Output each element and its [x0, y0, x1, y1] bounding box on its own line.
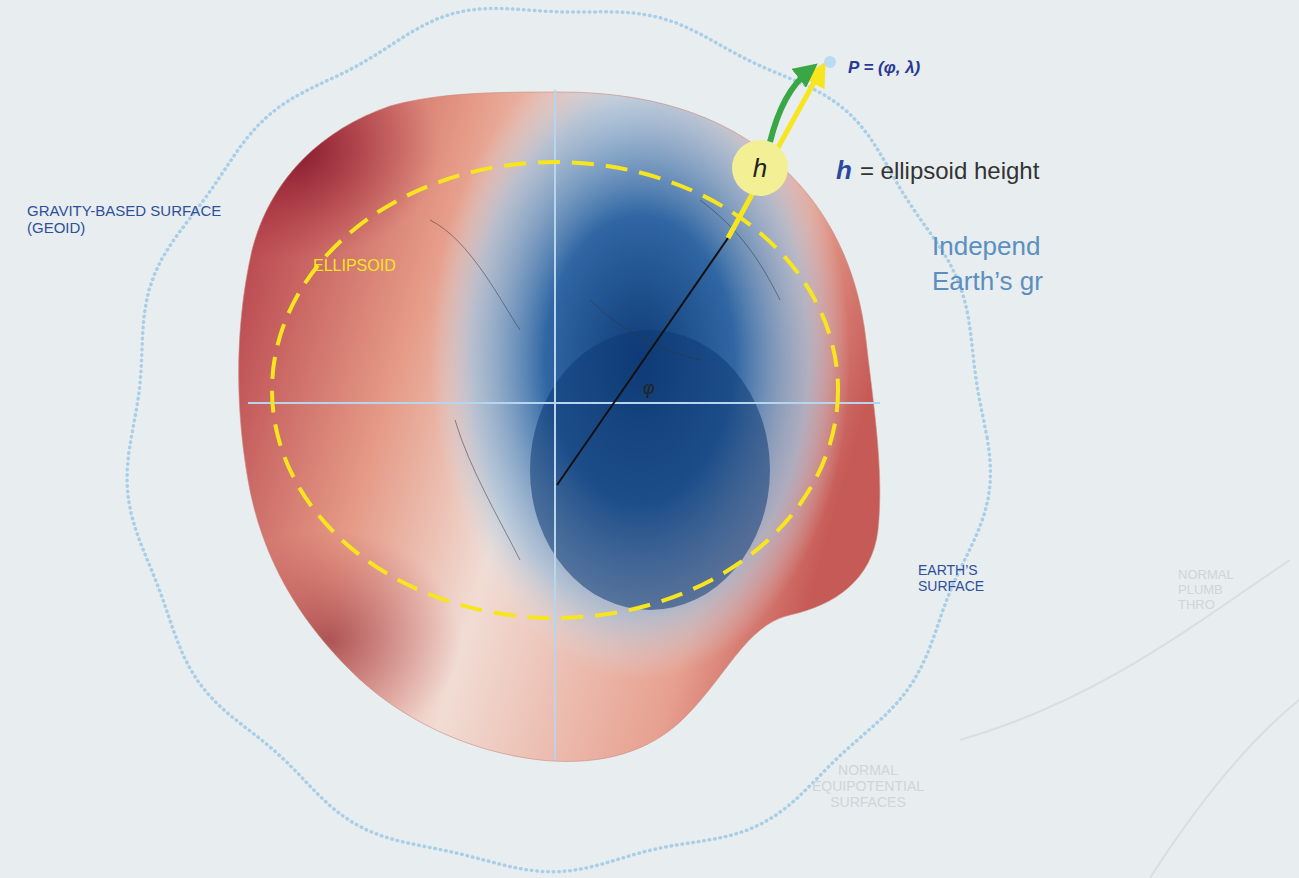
- watermark: NORMAL PLUMB THRO: [1178, 568, 1248, 613]
- point-p: [824, 56, 836, 68]
- axis: [248, 402, 880, 404]
- note-text: Independ: [932, 232, 1040, 262]
- watermark-line: [960, 560, 1290, 740]
- curved-arrow: [770, 68, 812, 142]
- point-label: P = (φ, λ): [848, 58, 920, 78]
- earth-outline: [239, 92, 880, 761]
- definition-label: = ellipsoid height: [860, 157, 1039, 185]
- ellipsoid: [272, 162, 838, 618]
- node-text: h: [753, 153, 767, 184]
- height-circle: h: [732, 140, 788, 196]
- symbol-label: h: [836, 156, 852, 186]
- normal-line: [557, 238, 728, 485]
- surface-label: EARTH’S SURFACE: [918, 562, 1008, 594]
- watermark-line: [1150, 700, 1299, 878]
- ellipsoid-label: ELLIPSOID: [313, 257, 396, 275]
- watermark: NORMAL EQUIPOTENTIAL SURFACES: [808, 762, 928, 810]
- surface-label: GRAVITY-BASED SURFACE (GEOID): [27, 202, 227, 237]
- angle-label: φ: [643, 378, 655, 399]
- axis: [554, 90, 556, 760]
- earth-blob: [140, 40, 900, 780]
- geoid-outline: [127, 8, 991, 871]
- note-text: Earth’s gr: [932, 267, 1043, 297]
- height-arrow: [728, 68, 822, 238]
